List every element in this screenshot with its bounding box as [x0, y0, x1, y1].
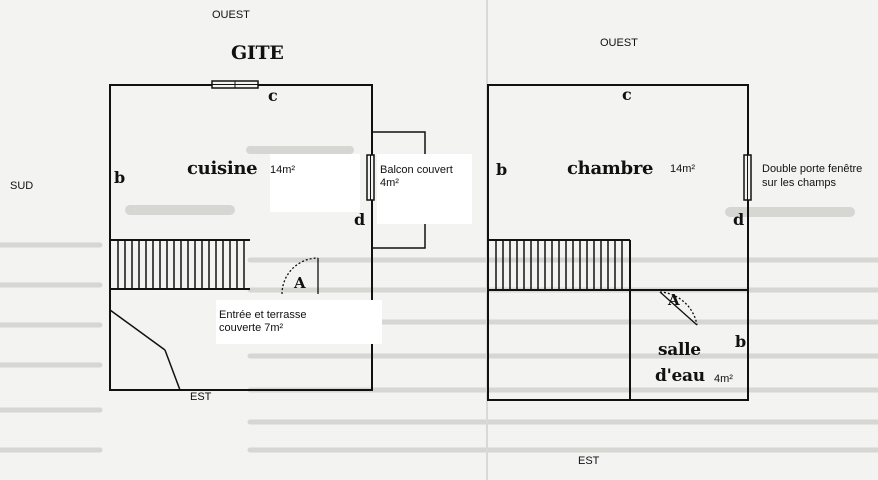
right-orientation-ouest: OUEST [600, 37, 638, 49]
bathroom-line2: d'eau [655, 366, 705, 386]
left-door-a: A [294, 274, 306, 292]
window-line1: Double porte fenêtre [762, 163, 863, 175]
entrance-line1: Entrée et terrasse [219, 309, 307, 321]
balcony-area: 4m² [380, 177, 399, 189]
bathroom-wall-b: b [735, 332, 746, 351]
left-window-right [366, 154, 375, 201]
bathroom-line1: salle [658, 340, 701, 360]
right-outer-walls [487, 84, 749, 401]
left-window-top [211, 80, 259, 89]
cuisine-area: 14m² [270, 164, 296, 176]
right-wall-d: d [733, 210, 744, 229]
left-wall-c: c [268, 86, 278, 105]
entrance-box [216, 300, 382, 344]
left-stair-treads [117, 240, 245, 289]
left-area-box [270, 154, 360, 212]
right-wall-b: b [496, 160, 507, 179]
chambre-area: 14m² [670, 163, 696, 175]
left-entrance-wall [109, 309, 166, 351]
right-door-a: A [668, 291, 680, 309]
window-line2: sur les champs [762, 177, 836, 189]
right-wall-c: c [622, 85, 632, 104]
gite-title: GITE [231, 42, 284, 64]
bathroom-area: 4m² [714, 373, 733, 385]
left-orientation-ouest: OUEST [212, 9, 250, 21]
left-wall-b: b [114, 168, 125, 187]
balcony-box [377, 154, 472, 224]
balcony-name: Balcon couvert [380, 164, 453, 176]
right-window-right [743, 154, 752, 201]
room-chambre: chambre [567, 158, 654, 179]
left-wall-d: d [354, 210, 365, 229]
left-orientation-sud: SUD [10, 180, 34, 192]
left-door-swing [281, 257, 319, 295]
right-stair-treads [495, 240, 623, 290]
room-cuisine: cuisine [187, 158, 258, 179]
right-orientation-est: EST [578, 455, 600, 467]
left-orientation-est: EST [190, 391, 212, 403]
right-door-swing [659, 291, 698, 326]
left-outer-walls [109, 84, 373, 391]
entrance-line2: couverte 7m² [219, 322, 284, 334]
